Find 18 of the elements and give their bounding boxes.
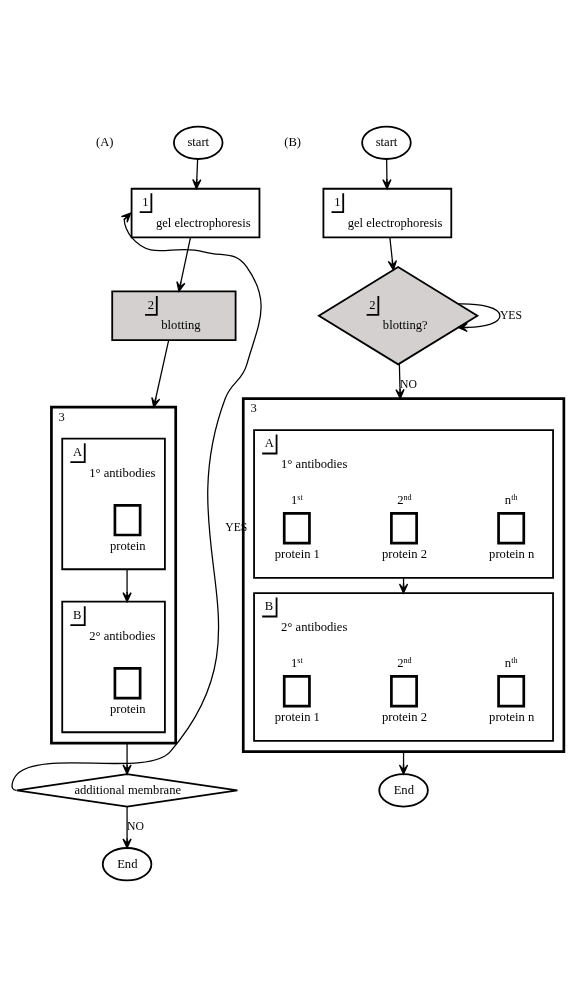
node-label: protein [109, 701, 146, 716]
edge-label: YES [499, 308, 523, 322]
node-label: 2$^{nd}$ [397, 492, 412, 507]
node-label: 1$^{st}$ [290, 655, 303, 670]
node-label: n$^{th}$ [504, 655, 518, 670]
node-label: protein 2 [381, 546, 428, 561]
node-label: 2$^{nd}$ [397, 655, 412, 670]
node-label: protein 1 [274, 546, 320, 561]
label: (A) [96, 134, 114, 149]
edge-label: NO [399, 377, 417, 391]
node-label: protein 1 [274, 709, 320, 724]
node-label: n$^{th}$ [504, 492, 518, 507]
node-label: protein 2 [381, 709, 428, 724]
node-label: protein n [489, 546, 535, 561]
node-label: protein n [489, 709, 535, 724]
node-label: protein [109, 538, 146, 553]
label: (B) [284, 134, 302, 149]
node-label: 1$^{st}$ [290, 492, 303, 507]
